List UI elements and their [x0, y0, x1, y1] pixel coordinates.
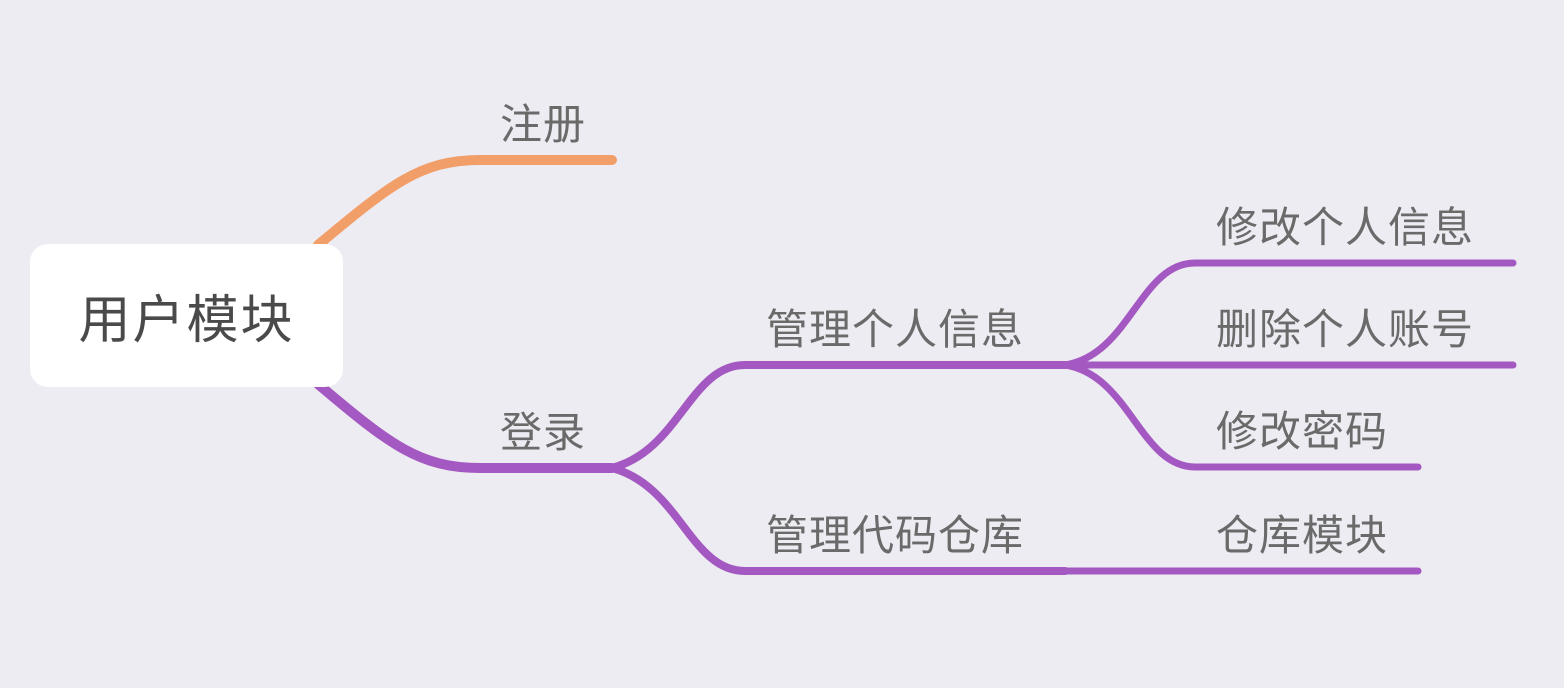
edge-root-register	[313, 155, 617, 250]
node-manage-personal-info[interactable]: 管理个人信息	[766, 305, 1025, 354]
node-manage-code-repo[interactable]: 管理代码仓库	[766, 511, 1025, 560]
node-register[interactable]: 注册	[500, 100, 587, 149]
edge-manage-info-edit-info	[1061, 259, 1517, 369]
node-change-password[interactable]: 修改密码	[1216, 407, 1389, 456]
node-login[interactable]: 登录	[500, 408, 587, 457]
node-delete-personal-account[interactable]: 删除个人账号	[1216, 305, 1475, 354]
node-edit-personal-info[interactable]: 修改个人信息	[1216, 203, 1475, 252]
root-node[interactable]: 用户模块	[30, 244, 343, 387]
edge-root-login	[313, 379, 617, 473]
root-node-label: 用户模块	[78, 291, 295, 351]
edge-login-manage-repo	[608, 464, 1069, 575]
node-repo-module[interactable]: 仓库模块	[1216, 511, 1389, 560]
edge-manage-info-change-password	[1061, 361, 1422, 471]
edge-login-manage-info	[608, 361, 1069, 472]
